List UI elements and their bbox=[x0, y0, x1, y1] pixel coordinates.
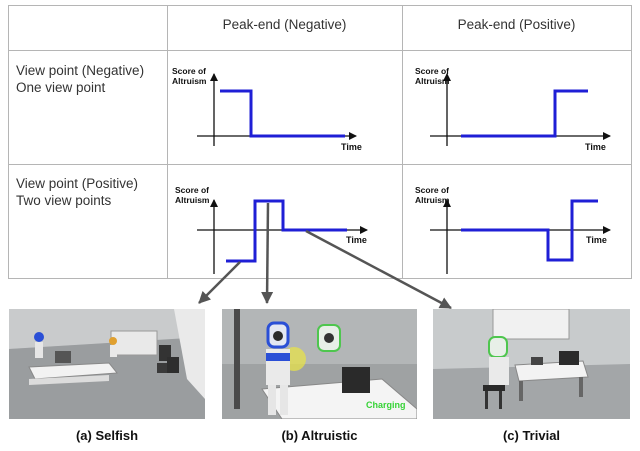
row-label-line1: View point (Positive) bbox=[16, 176, 139, 191]
plot-neg-neg bbox=[197, 73, 357, 146]
scene-image-selfish bbox=[9, 309, 205, 419]
column-header-peak-end-negative: Peak-end (Negative) bbox=[222, 17, 347, 32]
charging-label: Charging bbox=[366, 400, 406, 410]
row-label-line1: View point (Negative) bbox=[16, 63, 145, 78]
caption-altruistic: (b) Altruistic bbox=[281, 428, 358, 443]
arrow-to-altruistic bbox=[261, 202, 274, 304]
score-curve bbox=[461, 89, 588, 138]
row-header-view-point-negative: View point (Negative) One view point bbox=[16, 62, 144, 96]
plot-pos-neg bbox=[197, 199, 368, 274]
score-curve bbox=[226, 199, 347, 263]
row-label-line2: One view point bbox=[16, 80, 106, 95]
scene-image-altruistic: Charging bbox=[222, 309, 417, 419]
plot-neg-pos bbox=[430, 73, 611, 146]
x-axis-label: Time bbox=[586, 235, 607, 245]
plot-pos-pos bbox=[430, 199, 611, 274]
arrow-to-trivial bbox=[305, 229, 452, 310]
row-header-view-point-positive: View point (Positive) Two view points bbox=[16, 175, 138, 209]
x-axis-label: Time bbox=[585, 142, 606, 152]
column-header-peak-end-positive: Peak-end (Positive) bbox=[457, 17, 576, 32]
caption-trivial: (c) Trivial bbox=[502, 428, 561, 443]
score-curve bbox=[220, 89, 345, 138]
arrow-to-selfish bbox=[198, 261, 241, 304]
connector-arrows bbox=[198, 202, 452, 310]
score-curve bbox=[461, 199, 598, 262]
row-label-line2: Two view points bbox=[16, 193, 112, 208]
x-axis-label: Time bbox=[346, 235, 367, 245]
scene-image-trivial bbox=[433, 309, 630, 419]
caption-selfish: (a) Selfish bbox=[75, 428, 139, 443]
x-axis-label: Time bbox=[341, 142, 362, 152]
table-grid bbox=[8, 5, 632, 279]
